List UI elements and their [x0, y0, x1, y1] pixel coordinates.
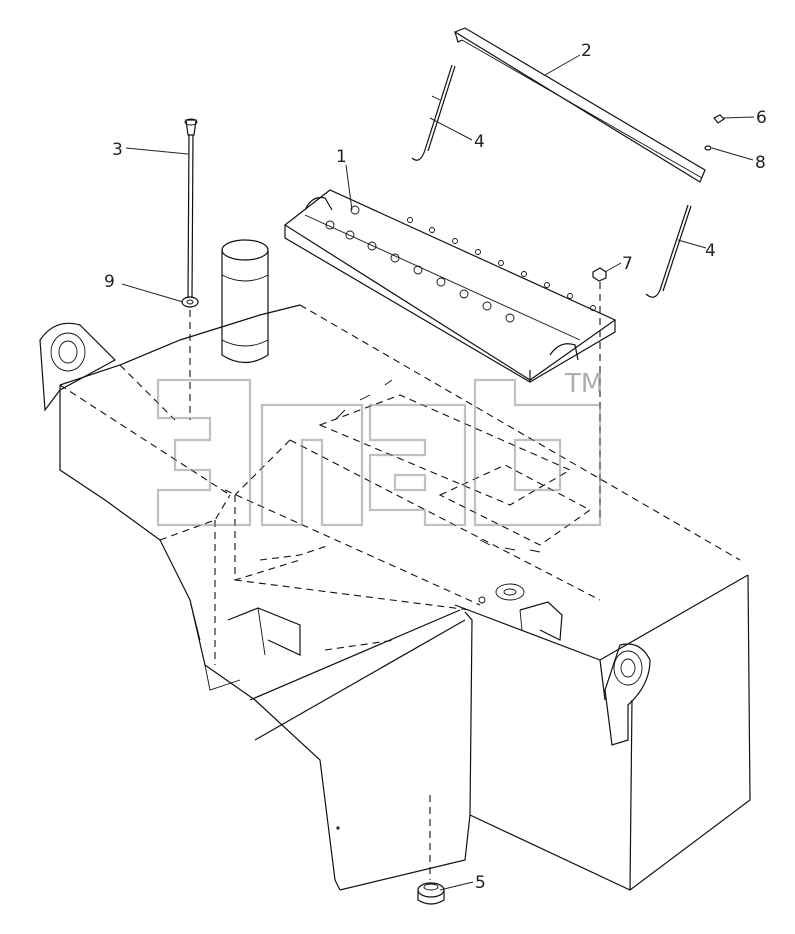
callout-2: 2 [581, 41, 592, 61]
drain-plug [417, 795, 445, 905]
callout-4-upper: 4 [474, 132, 485, 152]
callout-5: 5 [475, 873, 486, 893]
leader-lines [121, 54, 755, 891]
bracket-right [519, 601, 563, 641]
nut-6 [713, 114, 725, 124]
bracket-left [227, 607, 301, 656]
dipstick [184, 118, 198, 299]
j-bolt-right [645, 204, 692, 298]
strap-bar [453, 27, 706, 183]
callout-8: 8 [755, 153, 766, 173]
callouts: 1 2 3 4 4 5 6 7 8 9 [104, 41, 767, 893]
callout-1: 1 [336, 147, 347, 167]
bolt-holes [325, 205, 596, 323]
cover-plate [283, 189, 617, 384]
tank-body [39, 304, 751, 891]
drain-port [478, 583, 525, 604]
watermark-logo: TM [156, 369, 603, 527]
callout-9: 9 [104, 272, 115, 292]
hidden-edges [59, 304, 741, 665]
callout-4-lower: 4 [705, 241, 716, 261]
washer [181, 296, 199, 420]
callout-3: 3 [112, 140, 123, 160]
access-opening [318, 379, 592, 553]
j-bolt-left [411, 64, 456, 161]
callout-6: 6 [756, 108, 767, 128]
trademark-symbol: TM [564, 369, 603, 399]
filter-element [221, 239, 269, 364]
washer-8 [704, 145, 712, 151]
callout-7: 7 [622, 254, 633, 274]
